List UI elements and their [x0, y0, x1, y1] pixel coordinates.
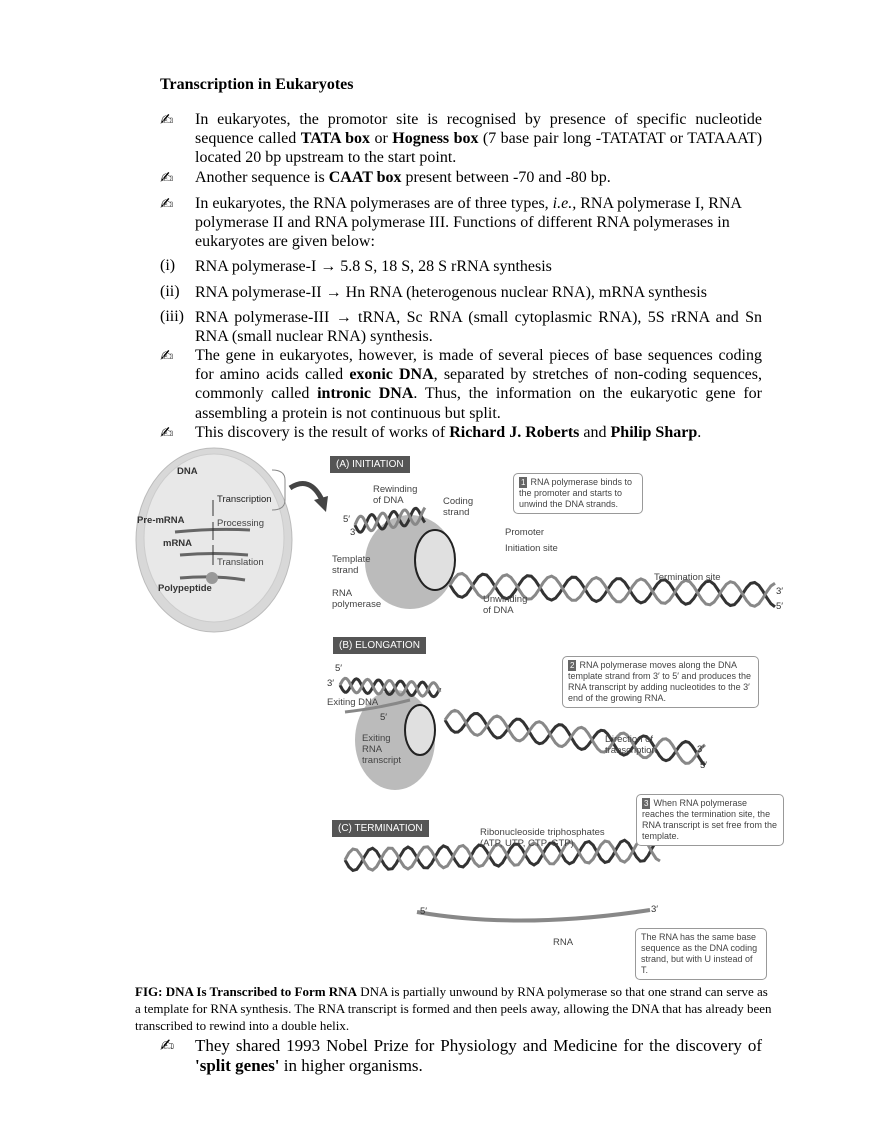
- rna-strand: [416, 908, 651, 923]
- list-item: RNA polymerase-III → tRNA, Sc RNA (small…: [195, 309, 762, 346]
- label-5-prime: 5′: [343, 514, 351, 525]
- rna-callout: The RNA has the same base sequence as th…: [635, 928, 767, 980]
- section-title: Transcription in Eukaryotes: [160, 76, 354, 93]
- label-termination-site: Termination site: [654, 572, 721, 583]
- writing-hand-icon: ✍: [160, 194, 174, 213]
- label-3-prime: 3′: [350, 527, 358, 538]
- figure-caption: FIG: DNA Is Transcribed to Form RNA DNA …: [135, 984, 772, 1033]
- label-coding-strand: Coding strand: [443, 496, 474, 518]
- dna-helix-strand: [443, 708, 706, 765]
- dna-helix-strand: [353, 506, 427, 533]
- dna-helix-strand: [343, 837, 661, 873]
- dna-helix-strand: [338, 676, 442, 698]
- paragraph-split-gene: The gene in eukaryotes, however, is made…: [195, 347, 762, 422]
- list-item: RNA polymerase-II → Hn RNA (heterogenous…: [195, 284, 707, 301]
- label-rna-polymerase: RNA polymerase: [332, 588, 382, 610]
- label-5-prime: 5′: [420, 906, 428, 917]
- list-number: (iii): [160, 308, 184, 325]
- label-3-prime: 3′: [776, 586, 784, 597]
- label-unwinding: Unwinding of DNA: [483, 594, 528, 616]
- label-pre-mrna: Pre-mRNA: [137, 515, 185, 526]
- label-initiation-site: Initiation site: [505, 543, 558, 554]
- elongation-header: (B) ELONGATION: [333, 637, 426, 654]
- label-transcription: Transcription: [217, 494, 272, 505]
- label-dna: DNA: [177, 466, 198, 477]
- label-exiting-rna: Exiting RNA transcript: [362, 733, 402, 766]
- label-ntps: Ribonucleoside triphosphates (ATP, UTP, …: [480, 827, 605, 849]
- dna-helix-strand: [343, 838, 661, 872]
- label-translation: Translation: [217, 557, 264, 568]
- dna-helix-strand: [338, 677, 442, 699]
- dna-helix-strand: [448, 571, 776, 608]
- list-item: RNA polymerase-I → 5.8 S, 18 S, 28 S rRN…: [195, 258, 552, 275]
- paragraph-polymerases: In eukaryotes, the RNA polymerases are o…: [195, 195, 742, 251]
- label-5-prime: 5′: [380, 712, 388, 723]
- label-3-prime: 3′: [327, 678, 335, 689]
- label-polypeptide: Polypeptide: [158, 583, 212, 594]
- label-direction: Direction of transcription: [605, 734, 657, 756]
- initiation-header: (A) INITIATION: [330, 456, 410, 473]
- label-processing: Processing: [217, 518, 264, 529]
- label-exiting-dna: Exiting DNA: [327, 697, 379, 708]
- label-5-prime: 5′: [700, 760, 708, 771]
- label-promoter: Promoter: [505, 527, 545, 538]
- paragraph-tata-box: In eukaryotes, the promotor site is reco…: [195, 111, 763, 167]
- label-rewinding: Rewinding of DNA: [373, 484, 418, 506]
- paragraph-discovery: This discovery is the result of works of…: [195, 424, 702, 441]
- label-rna: RNA: [553, 937, 574, 948]
- list-number: (i): [160, 257, 176, 274]
- writing-hand-icon: ✍: [160, 346, 174, 365]
- paragraph-caat-box: Another sequence is CAAT box present bet…: [195, 169, 611, 186]
- termination-header: (C) TERMINATION: [332, 820, 429, 837]
- arrow-icon: [288, 481, 325, 502]
- label-3-prime: 3′: [651, 904, 659, 915]
- writing-hand-icon: ✍: [160, 110, 174, 129]
- label-3-prime: 3′: [697, 744, 705, 755]
- list-number: (ii): [160, 283, 180, 300]
- label-5-prime: 5′: [335, 663, 343, 674]
- writing-hand-icon: ✍: [160, 168, 174, 187]
- dna-helix-strand: [443, 711, 707, 767]
- label-mrna: mRNA: [163, 538, 193, 549]
- writing-hand-icon: ✍: [160, 1036, 175, 1056]
- label-template-strand: Template strand: [332, 554, 371, 576]
- label-5-prime: 5′: [776, 601, 784, 612]
- paragraph-nobel: They shared 1993 Nobel Prize for Physiol…: [195, 1036, 762, 1075]
- writing-hand-icon: ✍: [160, 423, 174, 442]
